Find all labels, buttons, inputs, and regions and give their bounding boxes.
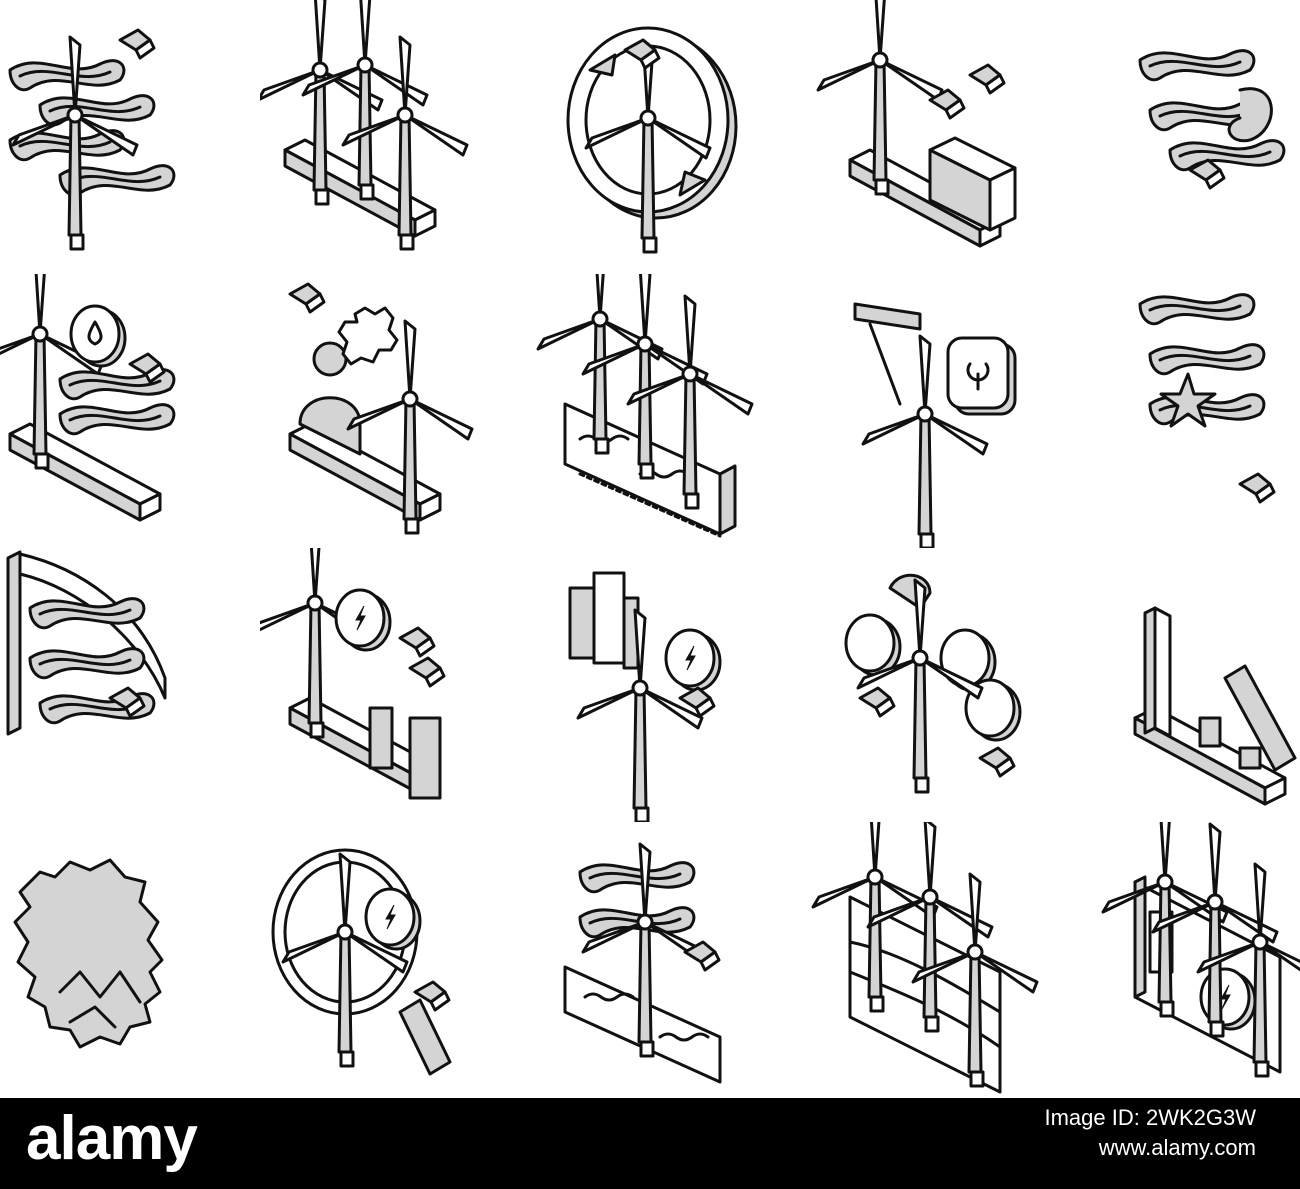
image-id-label: Image ID: 2WK2G3W (1044, 1105, 1256, 1130)
wind-energy-search-icon (260, 822, 520, 1096)
wind-turbine-wind-flow-icon (0, 0, 260, 274)
wind-gear-icon (0, 822, 260, 1096)
offshore-turbine-wind-icon (520, 822, 780, 1096)
wind-turbine-city-energy-icon (520, 548, 780, 822)
wind-turbine-recycle-icon (520, 0, 780, 274)
wind-star-icon (1040, 274, 1300, 548)
offshore-wind-farm-icon (520, 274, 780, 548)
footer-bar: alamy Image ID: 2WK2G3W www.alamy.com (0, 1098, 1300, 1189)
engineer-wind-turbine-icon (260, 274, 520, 548)
wind-swirl-icon (1040, 0, 1300, 274)
wind-turbine-cloud-energy-icon (780, 548, 1040, 822)
wind-turbine-electricity-icon (260, 548, 520, 822)
wind-turbine-power-station-icon (1040, 822, 1300, 1096)
wind-industry-icon (1040, 548, 1300, 822)
wind-turbine-ground-layers-icon (780, 822, 1040, 1096)
site-url: www.alamy.com (1098, 1135, 1256, 1160)
wind-turbine-water-drop-icon (0, 274, 260, 548)
wind-turbine-maintenance-icon (780, 274, 1040, 548)
alamy-logo: alamy (26, 1104, 198, 1173)
icon-grid (0, 0, 1300, 1096)
wind-farm-icon (260, 0, 520, 274)
wind-tunnel-icon (0, 548, 260, 822)
wind-turbine-battery-icon (780, 0, 1040, 274)
